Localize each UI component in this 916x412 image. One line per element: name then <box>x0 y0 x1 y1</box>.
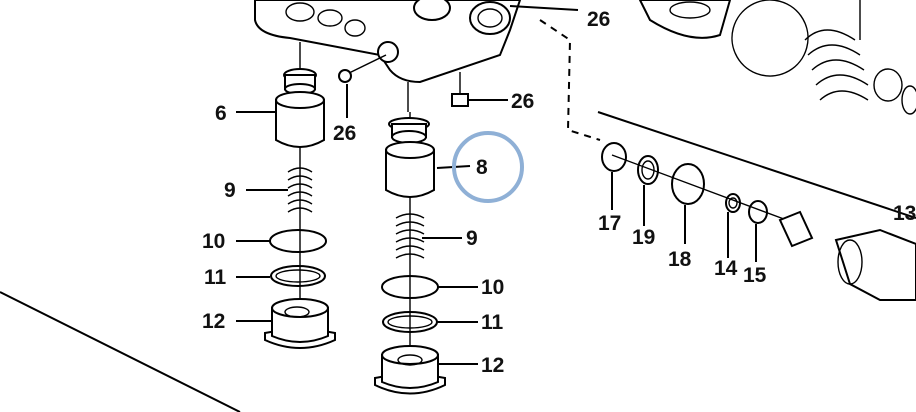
callout-10-right: 10 <box>481 276 504 299</box>
callout-13: 13 <box>893 202 916 225</box>
callout-10-left: 10 <box>202 230 225 253</box>
callout-6: 6 <box>215 102 227 125</box>
callout-17: 17 <box>598 212 621 235</box>
callout-9-left: 9 <box>224 179 236 202</box>
middle-valve-stack <box>374 112 446 395</box>
callout-11-left: 11 <box>204 266 227 289</box>
frame-line-right <box>597 111 916 219</box>
callout-9-right: 9 <box>466 227 478 250</box>
leader-lines <box>236 5 757 365</box>
small-fasteners <box>338 54 469 107</box>
left-valve-stack <box>264 68 336 349</box>
callout-26-right: 26 <box>511 90 534 113</box>
callout-12-left: 12 <box>202 310 225 333</box>
callout-19: 19 <box>632 226 655 249</box>
callout-26-top: 26 <box>587 8 610 31</box>
frame-line-left <box>0 291 241 412</box>
callout-11-right: 11 <box>481 311 504 334</box>
highlight-ring <box>452 131 524 203</box>
callout-15: 15 <box>743 264 767 287</box>
right-seals-chain <box>601 142 916 301</box>
dashed-leader <box>539 19 601 141</box>
callout-14: 14 <box>714 257 738 280</box>
callout-8: 8 <box>476 156 488 179</box>
valve-housing <box>254 0 522 112</box>
callout-26-left: 26 <box>333 122 356 145</box>
right-spring-assembly <box>638 0 916 115</box>
callout-18: 18 <box>668 248 692 271</box>
callout-12-right: 12 <box>481 354 504 377</box>
